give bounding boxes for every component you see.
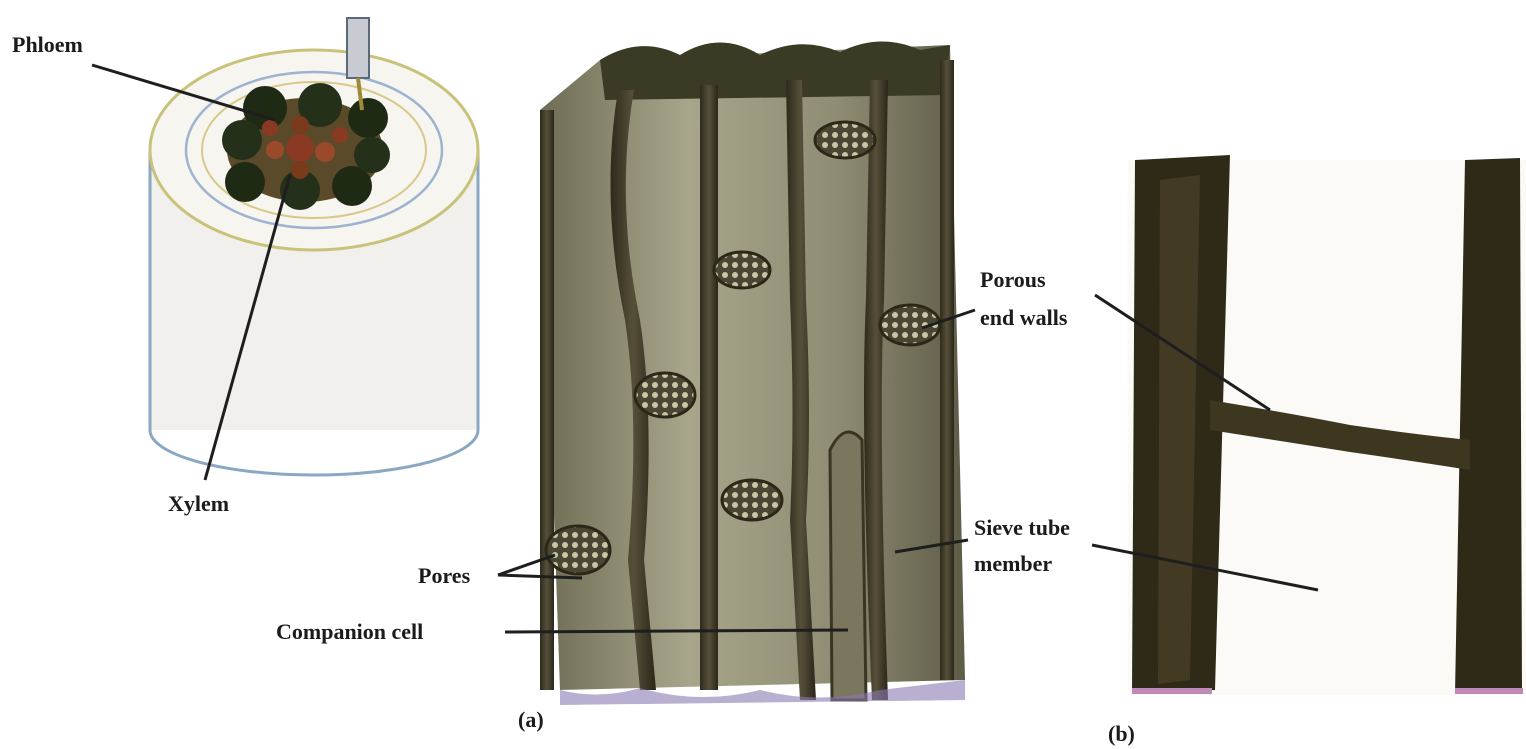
sieve-plate (815, 122, 875, 158)
xylem-vessel (332, 127, 348, 143)
strand-sample (347, 18, 369, 78)
micrograph-b (1128, 155, 1526, 695)
cell-wall (940, 60, 954, 680)
tissue-block (540, 45, 965, 690)
sieve-plate (722, 480, 782, 520)
phloem-tissue-a (540, 41, 965, 705)
label-companion-cell: Companion cell (276, 620, 423, 644)
label-panel-a: (a) (518, 708, 544, 732)
xylem-vessel (291, 116, 309, 134)
phloem-cluster (348, 98, 388, 138)
leader-companion-cell (505, 630, 848, 632)
phloem-cluster (222, 120, 262, 160)
micrograph-edge (1455, 688, 1523, 694)
phloem-cluster (354, 137, 390, 173)
sieve-tube-wall (1455, 158, 1522, 694)
label-phloem: Phloem (12, 33, 83, 57)
phloem-cluster (225, 162, 265, 202)
cell-wall (700, 85, 718, 690)
xylem-vessel (286, 134, 314, 162)
label-panel-b: (b) (1108, 722, 1135, 746)
sieve-plate (714, 252, 770, 288)
label-xylem: Xylem (168, 492, 229, 516)
cell-wall (540, 110, 554, 690)
xylem-vessel (291, 161, 309, 179)
stem-cylinder (150, 18, 478, 475)
xylem-vessel (262, 120, 278, 136)
micrograph-edge (1132, 688, 1212, 694)
tissue-top-edge (600, 41, 950, 100)
vascular-bundle (222, 83, 390, 210)
sieve-plate (635, 373, 695, 417)
phloem-cluster (332, 166, 372, 206)
companion-cell (830, 432, 866, 700)
label-sieve-line1: Sieve tube (974, 516, 1070, 540)
sieve-plate (546, 526, 610, 574)
label-pores: Pores (418, 564, 470, 588)
label-porous-line2: end walls (980, 306, 1067, 330)
xylem-vessel (315, 142, 335, 162)
xylem-vessel (266, 141, 284, 159)
label-porous-line1: Porous (980, 268, 1046, 292)
label-sieve-line2: member (974, 552, 1052, 576)
